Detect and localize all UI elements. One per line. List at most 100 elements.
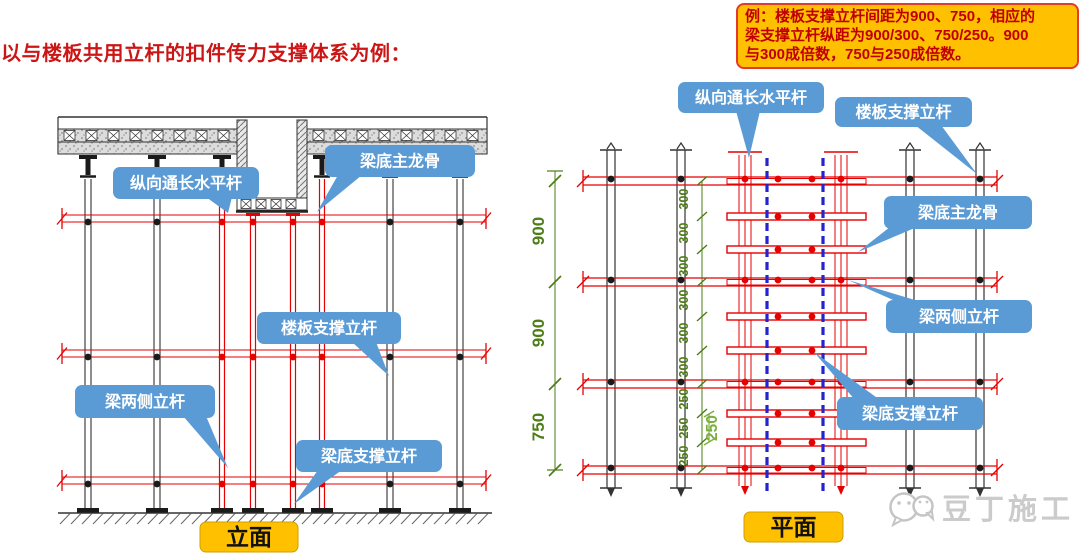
ground-hatch	[147, 513, 159, 525]
plan-dot-black	[976, 378, 984, 386]
slab-concrete-band	[57, 141, 238, 155]
plan-dot-red	[774, 464, 782, 472]
watermark-text: 豆丁施工	[942, 493, 1074, 526]
plan-dot-black	[677, 464, 685, 472]
chain-slash	[696, 175, 708, 187]
chain-slash	[696, 408, 708, 419]
plan-dot-black	[677, 276, 685, 284]
row-end-slash	[576, 275, 590, 289]
fastener-dot-red	[249, 480, 257, 488]
plan-dot-black	[607, 175, 615, 183]
callout-box	[325, 145, 475, 177]
elevation-view	[56, 116, 492, 525]
callout-box	[886, 300, 1032, 333]
elevation-caption: 立面	[199, 521, 299, 553]
plan-dot-red	[808, 175, 816, 183]
plan-dot-black	[906, 175, 914, 183]
fastener-dot-black	[456, 353, 464, 361]
beam-keel	[726, 312, 867, 321]
ground-hatch	[92, 513, 104, 525]
dim-slash	[548, 174, 562, 188]
chain-slash	[696, 311, 708, 322]
fastener-dot-black	[153, 480, 161, 488]
caption-box	[199, 521, 299, 553]
ground-hatch	[455, 513, 467, 525]
rail-end-slash	[480, 474, 492, 487]
base-plate	[211, 508, 233, 513]
chain-label: 300	[677, 223, 691, 244]
dim-slash	[548, 377, 562, 391]
pole-bottom-arrow	[677, 488, 685, 497]
runner-bottom-arrow	[741, 486, 749, 495]
caption-text: 平面	[771, 514, 817, 540]
dim-slash	[548, 275, 562, 289]
pole-top-caret	[606, 141, 616, 150]
base-plate	[146, 508, 168, 513]
ground-hatch	[389, 513, 401, 525]
ground-hatch	[312, 513, 324, 525]
chain-slash	[696, 345, 708, 356]
callout-beam-side-post-plan: 梁两侧立杆	[848, 280, 1032, 333]
plan-dot-red	[774, 276, 782, 284]
chain-slash	[696, 244, 708, 255]
ground-hatch	[444, 513, 456, 525]
ground-hatch	[356, 513, 368, 525]
callout-beam-keel-plan: 梁底主龙骨	[858, 196, 1032, 252]
callout-text: 梁底支撑立杆	[320, 447, 417, 466]
chain-label: 250	[677, 389, 691, 410]
pole-bottom-arrow	[607, 488, 615, 497]
ground-hatch	[433, 513, 445, 525]
chain-label: 300	[677, 357, 691, 378]
ground-hatch	[59, 513, 71, 525]
plan-dot-black	[607, 464, 615, 472]
chain-slash	[696, 437, 708, 448]
plan-dot-red	[774, 175, 782, 183]
row-end-slash	[990, 275, 1004, 289]
callout-text: 楼板支撑立杆	[281, 319, 377, 338]
ground-hatch	[158, 513, 170, 525]
fastener-dot-red	[318, 353, 326, 361]
keel-dot-red	[808, 439, 816, 446]
chain-label: 300	[677, 323, 691, 344]
fastener-dot-red	[218, 480, 226, 488]
rail-end-slash	[480, 347, 492, 360]
fastener-dot-black	[386, 480, 394, 488]
rail-end-slash	[56, 212, 68, 225]
u-head-stem	[85, 159, 91, 175]
row-end-slash	[576, 174, 590, 188]
callout-text: 梁底主龙骨	[917, 203, 998, 222]
callout-text: 纵向通长水平杆	[695, 88, 807, 107]
keel-dot-red	[774, 410, 782, 417]
beam-keel	[726, 438, 867, 447]
rail-end-slash	[480, 212, 492, 225]
ground-hatch	[411, 513, 423, 525]
ground-hatch	[400, 513, 412, 525]
plan-dot-red	[741, 276, 749, 284]
row-end-slash	[576, 463, 590, 477]
plan-dot-red	[808, 378, 816, 386]
callout-labels: 纵向通长水平杆梁底主龙骨楼板支撑立杆梁两侧立杆梁底支撑立杆纵向通长水平杆楼板支撑…	[75, 82, 1032, 504]
row-end-slash	[990, 174, 1004, 188]
fastener-dot-black	[456, 480, 464, 488]
pole-top-caret	[676, 141, 686, 150]
ground-hatch	[378, 513, 390, 525]
base-plate	[449, 508, 471, 513]
ground-hatch	[103, 513, 115, 525]
plan-dot-black	[976, 175, 984, 183]
ground-hatch	[81, 513, 93, 525]
u-head-top	[148, 155, 166, 159]
keel-dot-red	[808, 410, 816, 417]
plan-dot-black	[677, 175, 685, 183]
slab-joist-band	[57, 128, 238, 143]
keel-dot-red	[774, 213, 782, 220]
callout-tail	[183, 416, 228, 468]
dim-label: 750	[529, 413, 548, 441]
callout-tail	[814, 352, 880, 400]
callout-box	[296, 440, 442, 472]
plan-dot-black	[906, 464, 914, 472]
fastener-dot-red	[289, 218, 297, 226]
beam-keel	[726, 212, 867, 221]
note-box: 例：楼板支撑立杆间距为900、750，相应的 梁支撑立杆纵距为900/300、7…	[736, 3, 1079, 69]
